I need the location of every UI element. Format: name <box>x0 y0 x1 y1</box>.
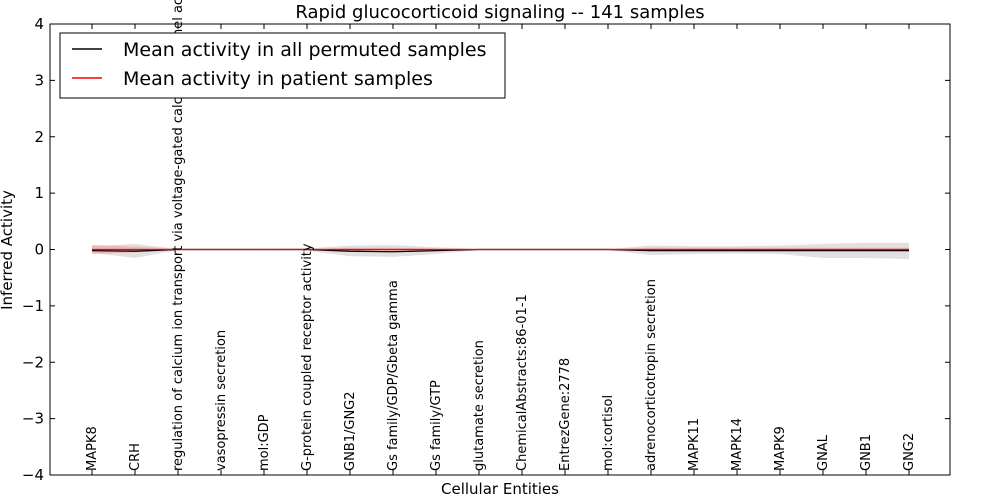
x-tick-label: regulation of calcium ion transport via … <box>171 0 186 471</box>
legend-label-patient: Mean activity in patient samples <box>123 68 433 90</box>
x-tick-label: mol:GDP <box>257 414 272 471</box>
legend-box <box>59 32 506 99</box>
x-tick-label: GNB1/GNG2 <box>343 391 358 471</box>
band-series-0 <box>92 242 909 260</box>
y-tick-label: 1 <box>34 184 44 202</box>
x-tick-label: MAPK8 <box>85 426 100 471</box>
plot-frame <box>49 23 951 476</box>
y-tick-label: −2 <box>22 353 44 371</box>
y-tick-label: 0 <box>34 241 44 259</box>
y-axis-ticks: −4 −3 −2 −1 0 1 2 3 4 <box>22 15 950 484</box>
y-tick-label: −3 <box>22 410 44 428</box>
y-tick-label: 2 <box>34 128 44 146</box>
x-tick-label: MAPK11 <box>687 418 702 471</box>
x-tick-label: EntrezGene:2778 <box>558 358 573 471</box>
x-tick-label: adrenocorticotropin secretion <box>644 279 659 471</box>
chart-title: Rapid glucocorticoid signaling -- 141 sa… <box>295 2 704 23</box>
y-tick-label: −4 <box>22 466 44 484</box>
x-tick-label: glutamate secretion <box>472 340 487 471</box>
x-tick-label: vasopressin secretion <box>214 330 229 471</box>
x-tick-label: mol:cortisol <box>601 395 616 471</box>
y-tick-label: 3 <box>34 71 44 89</box>
x-axis-label: Cellular Entities <box>441 480 559 498</box>
x-tick-label: GNB1 <box>859 434 874 471</box>
y-tick-label: −1 <box>22 297 44 315</box>
x-tick-label: MAPK9 <box>773 426 788 471</box>
x-axis-ticks <box>91 24 910 475</box>
legend: Mean activity in all permuted samples Me… <box>59 32 506 99</box>
x-tick-label: ChemicalAbstracts:86-01-1 <box>515 294 530 471</box>
x-tick-label: GNAL <box>816 434 831 471</box>
x-tick-label: MAPK14 <box>730 418 745 471</box>
legend-label-permuted: Mean activity in all permuted samples <box>123 39 486 61</box>
x-tick-labels: MAPK8 CRH regulation of calcium ion transp… <box>85 0 917 471</box>
x-tick-label: G-protein coupled receptor activity <box>300 243 315 471</box>
x-tick-label: Gs family/GDP/Gbeta gamma <box>386 280 401 471</box>
x-tick-label: CRH <box>128 443 143 471</box>
y-axis-label: Inferred Activity <box>0 190 16 310</box>
series-lines <box>91 248 909 253</box>
x-tick-label: GNG2 <box>902 433 917 471</box>
y-tick-label: 4 <box>34 15 44 33</box>
x-tick-label: Gs family/GTP <box>429 380 444 471</box>
